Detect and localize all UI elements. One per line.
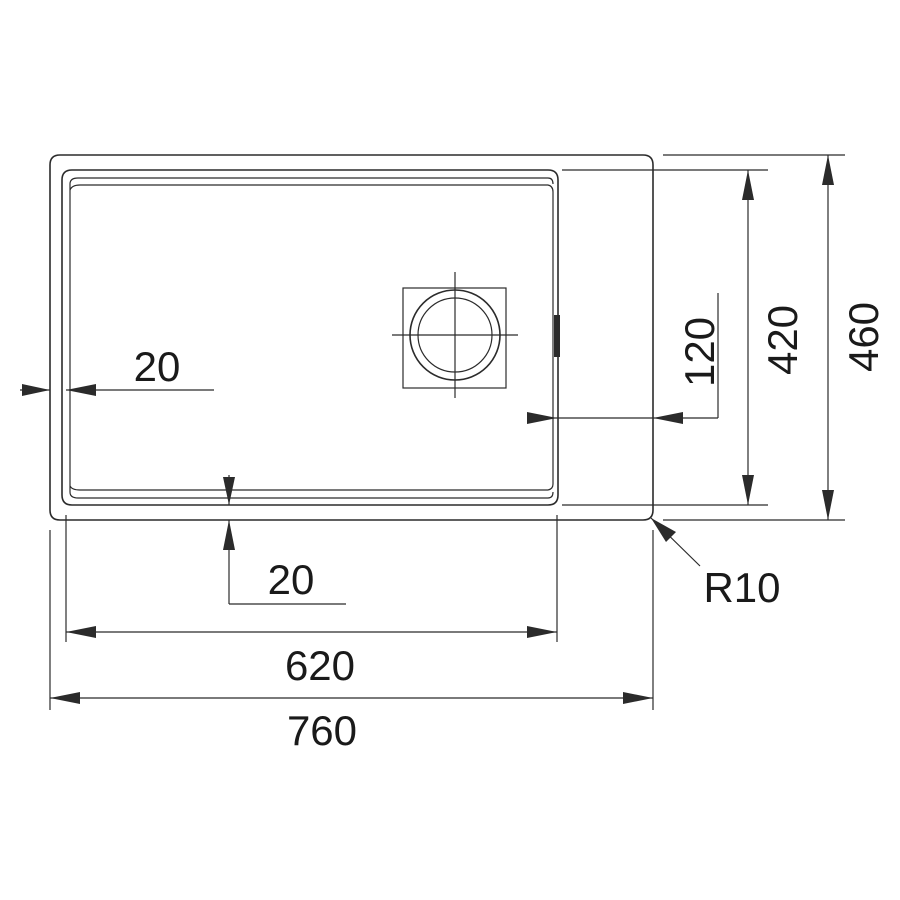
dimension-label-420: 420 bbox=[759, 305, 806, 375]
corner-radius-label: R10 bbox=[703, 564, 780, 611]
dimension-label-760: 760 bbox=[287, 707, 357, 754]
sink-bowl bbox=[61, 169, 559, 506]
dimension-label-left-rim: 20 bbox=[134, 343, 181, 390]
dimension-left-rim: 20 bbox=[20, 343, 214, 396]
reference-lines bbox=[49, 154, 845, 710]
dimension-460: 460 bbox=[822, 155, 887, 520]
corner-radius-callout: R10 bbox=[650, 517, 781, 611]
dimension-label-620: 620 bbox=[285, 642, 355, 689]
dimension-front-rim: 20 bbox=[223, 475, 346, 605]
overflow-slot bbox=[554, 315, 560, 357]
dimension-label-460: 460 bbox=[840, 302, 887, 372]
dimension-760: 760 bbox=[50, 692, 653, 754]
dimension-label-front-rim: 20 bbox=[268, 556, 315, 603]
dimension-120: 120 bbox=[527, 293, 723, 424]
drain bbox=[392, 272, 518, 398]
dimension-label-120: 120 bbox=[676, 317, 723, 387]
sink-outer-rim bbox=[49, 154, 654, 521]
dimension-620: 620 bbox=[66, 626, 557, 689]
dimension-420: 420 bbox=[742, 170, 806, 505]
